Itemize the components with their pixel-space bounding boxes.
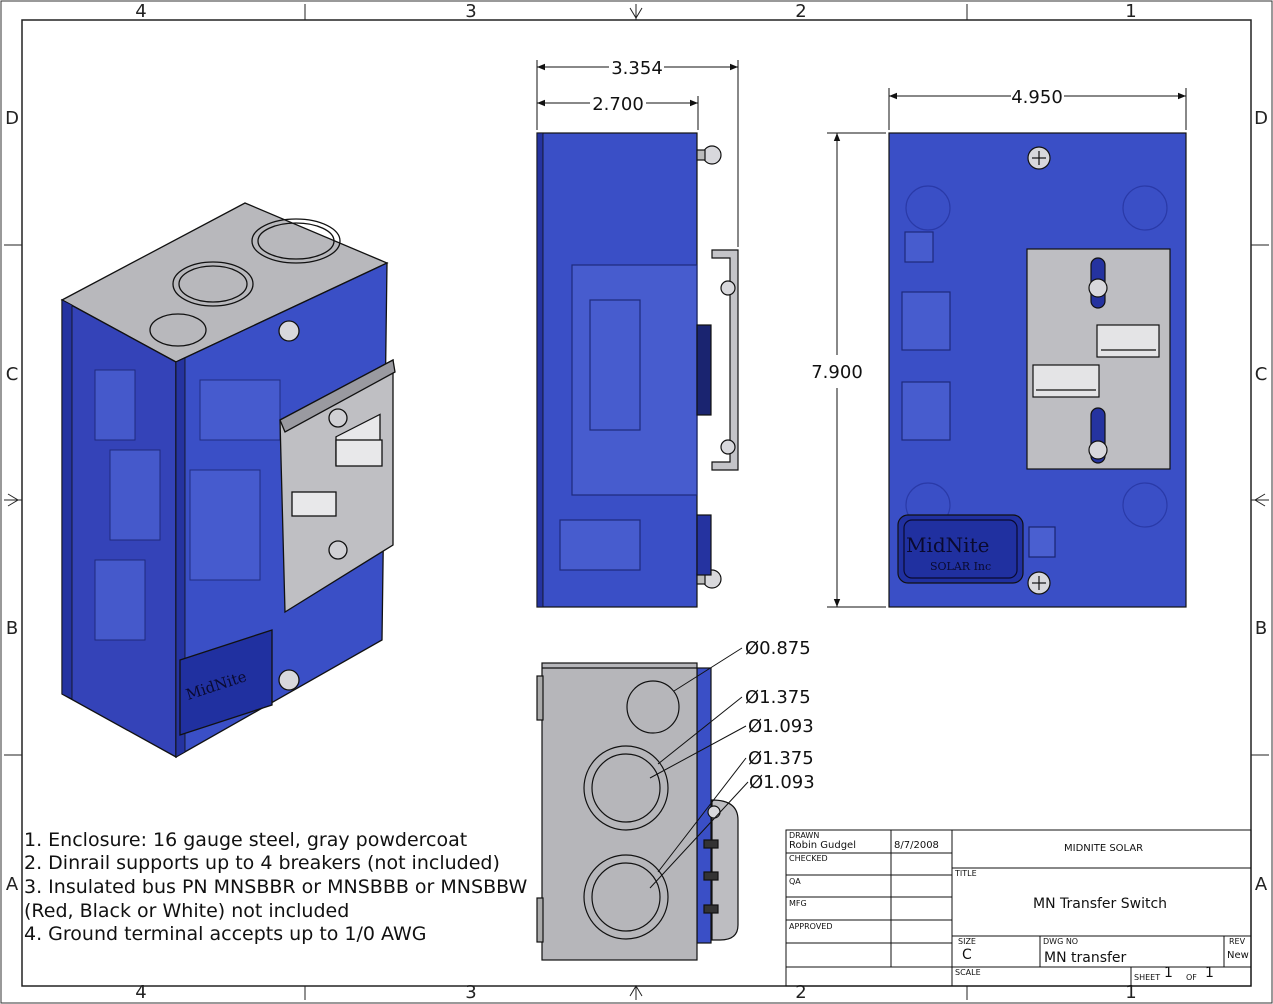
callout-hole-2: Ø1.375 [745,687,811,708]
side-view [536,132,739,608]
zone-col-top-2: 2 [795,1,806,22]
tb-drawn-label: DRAWN [789,831,820,840]
zone-row-right-C: C [1255,364,1268,385]
note-1: 1. Enclosure: 16 gauge steel, gray powde… [24,829,468,851]
callout-hole-1: Ø0.875 [745,638,811,659]
dim-front-width: 4.950 [1011,87,1063,108]
front-screw-bottom [1027,571,1051,595]
tb-title: MN Transfer Switch [1033,896,1168,912]
zone-row-left-B: B [6,618,18,639]
zone-col-bottom-4: 4 [135,982,146,1003]
zone-row-right-A: A [1255,874,1268,895]
tb-of: 1 [1205,965,1214,981]
zone-col-top-3: 3 [465,1,476,22]
title-block-grid [785,829,1252,987]
zone-col-bottom-3: 3 [465,982,476,1003]
zone-col-bottom-2: 2 [795,982,806,1003]
iso-internal-parts [94,369,281,641]
zone-row-left-A: A [6,874,19,895]
tb-rev: New [1227,950,1249,961]
front-dimensions [827,88,1187,608]
tb-drawn-date: 8/7/2008 [894,840,939,851]
center-marks [7,7,1266,997]
front-logo-badge [897,514,1024,584]
tb-title-label: TITLE [955,869,977,878]
front-logo-text-line2: SOLAR Inc [930,560,991,573]
front-screw-top [1027,146,1051,170]
note-3-continued: (Red, Black or White) not included [24,900,350,922]
zone-col-top-1: 1 [1125,1,1136,22]
isometric-view: MidNite [60,202,396,759]
zone-col-bottom-1: 1 [1125,982,1136,1003]
side-dimensions [536,60,739,247]
iso-logo-badge: MidNite [179,629,273,736]
tb-of-label: OF [1186,973,1197,982]
note-2: 2. Dinrail supports up to 4 breakers (no… [24,852,500,874]
tb-mfg-label: MFG [789,899,807,908]
zone-row-left-C: C [6,364,19,385]
zone-row-right-B: B [1255,618,1267,639]
tb-drawn-by: Robin Gudgel [789,840,856,851]
tb-dwgno: MN transfer [1044,950,1127,966]
iso-knockout-small [149,313,207,347]
front-logo-text-line1: MidNite [906,533,989,557]
iso-screw-bottom [278,669,300,691]
hole-leaders [649,647,749,889]
zone-row-left-D: D [5,108,19,129]
iso-knockout-mid [172,261,254,307]
note-3: 3. Insulated bus PN MNSBBR or MNSBBB or … [24,876,528,898]
knockout-0875 [626,680,680,734]
dim-front-height: 7.900 [811,362,863,383]
knockout-1375-bottom [583,854,669,940]
dim-side-body: 2.700 [592,94,644,115]
hole-callouts: Ø0.875 Ø1.375 Ø1.093 Ø1.375 Ø1.093 [745,638,815,793]
tb-sheet-label: SHEET [1134,973,1161,982]
iso-knockout-large [251,218,341,264]
tb-scale-label: SCALE [955,968,981,977]
tb-sheet: 1 [1164,965,1173,981]
front-view [888,132,1187,608]
zone-col-top-4: 4 [135,1,146,22]
tb-dwgno-label: DWG NO [1043,937,1079,946]
iso-screw-top [278,320,300,342]
note-4: 4. Ground terminal accepts up to 1/0 AWG [24,923,427,945]
bottom-plate [541,662,698,961]
callout-hole-5: Ø1.093 [749,772,815,793]
tb-qa-label: QA [789,877,801,886]
callout-hole-3: Ø1.093 [748,716,814,737]
callout-hole-4: Ø1.375 [748,748,814,769]
tb-size-label: SIZE [958,937,976,946]
zone-labels: 4 3 2 1 4 3 2 1 D C B A D C B A [5,1,1268,1003]
tb-checked-label: CHECKED [789,854,828,863]
tb-rev-label: REV [1229,937,1246,946]
zone-row-right-D: D [1254,108,1268,129]
tb-size: C [962,947,972,963]
side-dinrail [711,249,739,471]
tb-approved-label: APPROVED [789,922,833,931]
tb-company: MIDNITE SOLAR [1064,843,1144,854]
dim-side-overall: 3.354 [611,58,663,79]
bottom-view [536,662,739,961]
knockout-1375-top [583,745,669,831]
side-screw-top [702,145,722,165]
